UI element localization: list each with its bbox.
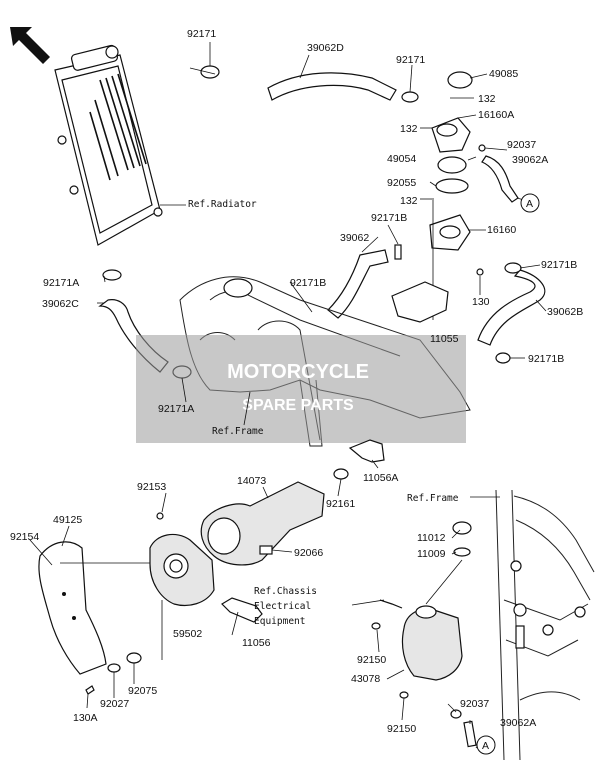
part-number: 92027: [100, 698, 129, 710]
part-number: 92171B: [541, 259, 577, 271]
ref-chassis-line2: Electrical: [254, 601, 311, 612]
part-number: 92055: [387, 177, 416, 189]
part-number: 92171A: [43, 277, 79, 289]
part-number: 92075: [128, 685, 157, 697]
part-number: 92154: [10, 531, 39, 543]
part-number: 92171A: [158, 403, 194, 415]
right-frame: [470, 489, 595, 761]
ref-frame-right-label: Ref.Frame: [407, 493, 459, 504]
connector-marker-bottom-label: A: [482, 740, 489, 752]
part-number: 39062A: [512, 154, 548, 166]
part-number: 92066: [294, 547, 323, 559]
part-number: 132: [478, 93, 496, 105]
part-number: 49054: [387, 153, 416, 165]
watermark-line2: SPARE PARTS: [242, 397, 354, 414]
part-number: 39062: [340, 232, 369, 244]
part-number: 130: [472, 296, 490, 308]
part-number: 130A: [73, 712, 98, 724]
part-number: 92150: [387, 723, 416, 735]
part-number: 132: [400, 195, 418, 207]
hose-39062a-upper: [481, 155, 519, 203]
part-number: 39062C: [42, 298, 79, 310]
part-number: 39062B: [547, 306, 583, 318]
part-number: 11055: [430, 333, 459, 345]
clamp-92171-left: [189, 42, 220, 79]
part-number: 11009: [417, 548, 446, 560]
bracket-11056: [221, 597, 263, 623]
part-number: 14073: [237, 475, 266, 487]
cover-49125: [38, 541, 107, 675]
hose-39062b: [477, 262, 546, 364]
watermark: MOTORCYCLE SPARE PARTS: [136, 335, 466, 443]
part-number-labels: 92171 39062D 92171 49085 132 16160A 132 …: [10, 28, 583, 735]
part-number: 59502: [173, 628, 202, 640]
radiator: [54, 44, 186, 246]
ref-frame-center-label: Ref.Frame: [212, 426, 264, 437]
part-number: 43078: [351, 673, 380, 685]
part-number: 92153: [137, 481, 166, 493]
part-number: 92150: [357, 654, 386, 666]
hose-39062d: [267, 72, 397, 101]
ref-chassis-line3: Equipment: [254, 616, 305, 627]
part-number: 92171B: [290, 277, 326, 289]
part-number: 92161: [326, 498, 355, 510]
reference-labels: Ref.Radiator Ref.Frame Ref.Frame Ref.Cha…: [188, 199, 459, 627]
part-number: 92171B: [528, 353, 564, 365]
front-direction-arrow-icon: [10, 27, 50, 64]
cover-59502: [60, 512, 215, 695]
part-number: 132: [400, 123, 418, 135]
watermark-line1: MOTORCYCLE: [227, 361, 369, 383]
part-number: 92171B: [371, 212, 407, 224]
ref-chassis-line1: Ref.Chassis: [254, 586, 317, 597]
part-number: 92037: [460, 698, 489, 710]
reservoir-tank-43078: [371, 521, 477, 748]
part-number: 39062A: [500, 717, 536, 729]
part-number: 11056A: [363, 472, 398, 484]
thermostat-housing: [420, 71, 486, 320]
part-number: 92171: [396, 54, 425, 66]
connector-marker-bottom: A: [476, 735, 496, 755]
ref-radiator-label: Ref.Radiator: [188, 199, 257, 210]
part-number: 11056: [242, 637, 271, 649]
part-number: 16160A: [478, 109, 514, 121]
part-number: 92037: [507, 139, 536, 151]
part-number: 49125: [53, 514, 82, 526]
hose-39062: [327, 244, 402, 319]
part-number: 49085: [489, 68, 518, 80]
connector-marker-top: A: [520, 193, 540, 213]
bracket-11056a: [348, 439, 385, 463]
leader-lines: [29, 54, 547, 749]
part-number: 39062D: [307, 42, 344, 54]
part-number: 92171: [187, 28, 216, 40]
clamp-92171-right: [401, 64, 419, 103]
part-number: 11012: [417, 532, 446, 544]
part-number: 16160: [487, 224, 516, 236]
connector-marker-top-label: A: [526, 198, 533, 210]
bracket-11055: [391, 281, 449, 323]
cover-14073: [200, 468, 349, 566]
